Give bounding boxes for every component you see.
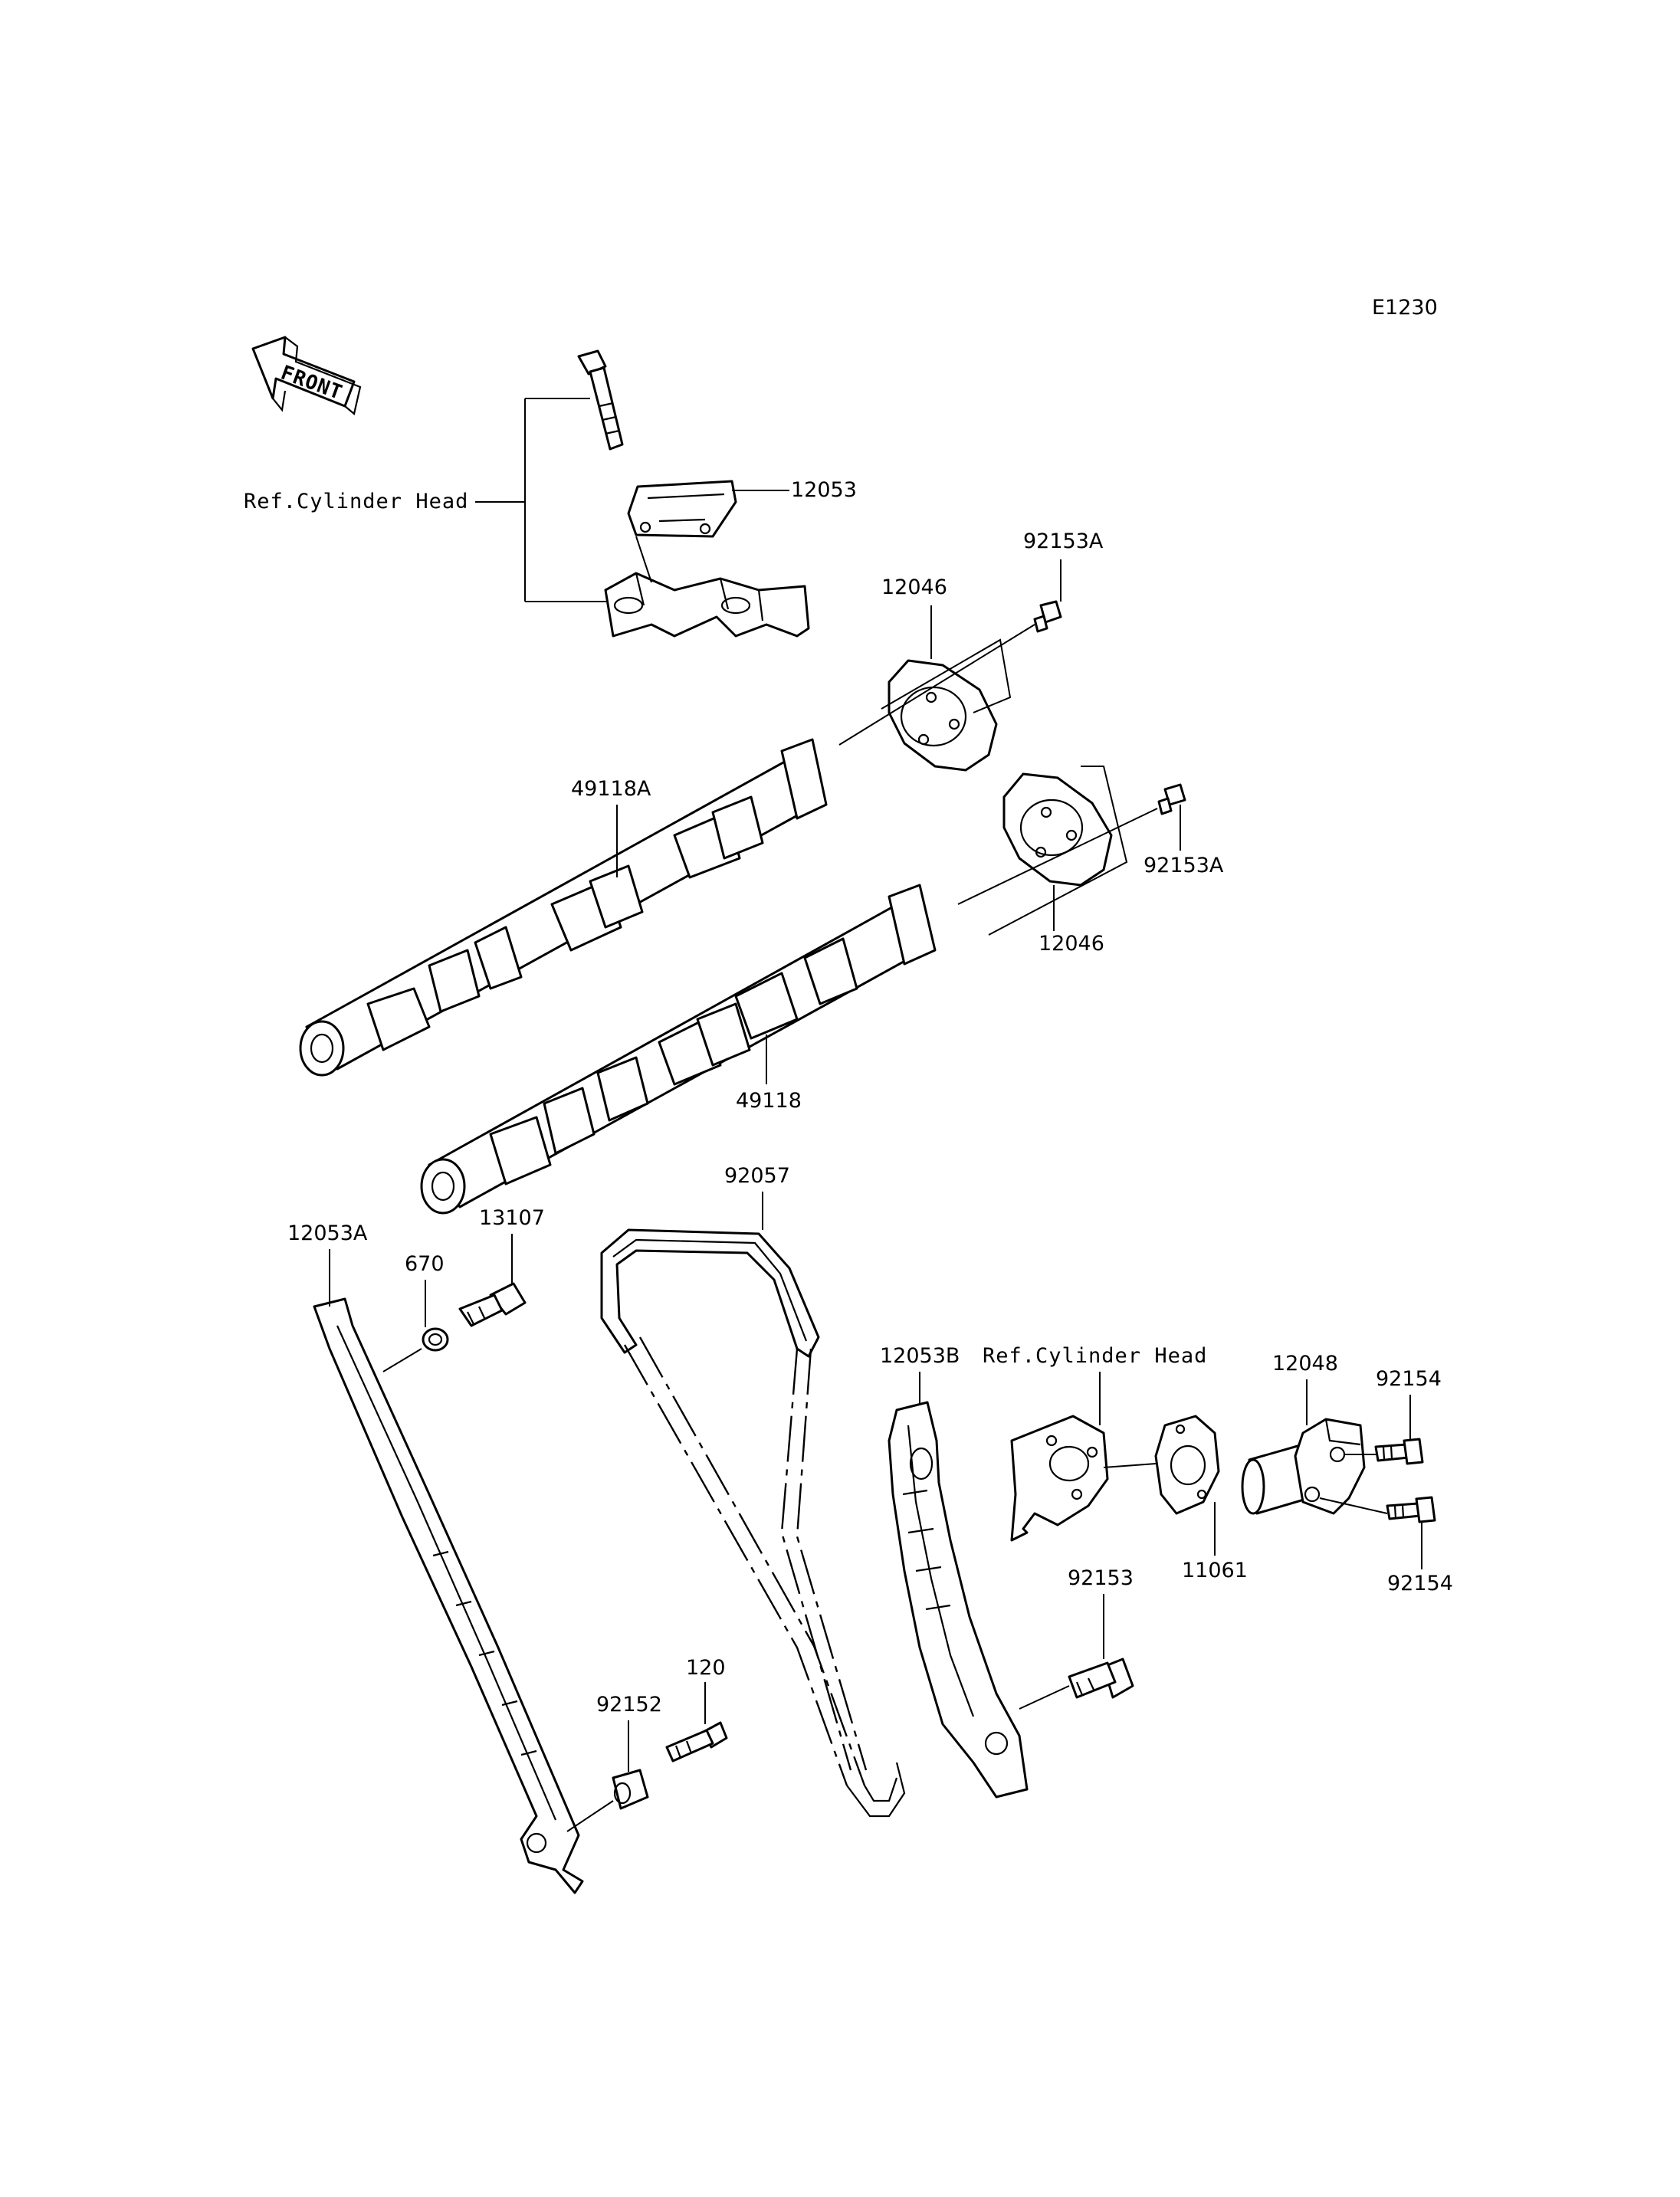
callout-12046-bottom: 12046 [1039, 932, 1104, 956]
part-120-bolt: 120 [665, 1656, 728, 1763]
callout-92057: 92057 [724, 1164, 790, 1188]
part-92057-timing-chain: 92057 [600, 1164, 906, 1818]
callout-12053B: 12053B [880, 1344, 960, 1368]
part-12048-chain-tensioner: 12048 [1241, 1352, 1388, 1515]
callout-11061: 11061 [1182, 1559, 1248, 1582]
camshaft-cap-holder [604, 536, 810, 638]
part-92153A-sprocket-bolt-right: 92153A [957, 766, 1224, 936]
part-11061-gasket: 11061 [1103, 1415, 1248, 1582]
callout-92153A-top: 92153A [1023, 530, 1104, 553]
part-12053B-chain-guide-rear: 12053B [880, 1344, 1029, 1799]
callout-92154-top: 92154 [1376, 1367, 1442, 1391]
ref-cylinder-head-right: Ref.Cylinder Head [983, 1344, 1207, 1542]
part-92154-tensioner-bolt-top: 92154 [1374, 1367, 1442, 1465]
part-49118-camshaft-intake: 49118 [420, 884, 937, 1215]
part-670-washer: 670 [405, 1252, 449, 1352]
part-12046-cam-sprocket-top: 12046 [881, 575, 998, 772]
part-92154-tensioner-bolt-bottom: 92154 [1386, 1496, 1453, 1595]
part-12053-chain-guide-top: 12053 [627, 478, 857, 538]
ref-cylinder-head-top: Ref.Cylinder Head [244, 398, 613, 602]
ref-label-right: Ref.Cylinder Head [983, 1344, 1207, 1368]
callout-92153A-right: 92153A [1144, 854, 1224, 877]
diagram-code: E1230 [1372, 296, 1438, 320]
callout-49118: 49118 [736, 1089, 802, 1113]
callout-13107: 13107 [479, 1206, 545, 1230]
callout-49118A: 49118A [571, 777, 651, 801]
front-arrow-icon: FRONT [251, 336, 362, 415]
callout-92152: 92152 [596, 1693, 662, 1717]
camshaft-cap-bolt [577, 349, 624, 451]
callout-120: 120 [686, 1656, 726, 1680]
part-12046-cam-sprocket-bottom: 12046 [1002, 772, 1113, 956]
part-13107-pivot-bolt: 13107 [458, 1206, 545, 1327]
part-92153-guide-bolt: 92153 [1019, 1566, 1134, 1710]
ref-label-top: Ref.Cylinder Head [244, 490, 468, 513]
callout-92153: 92153 [1068, 1566, 1134, 1590]
part-12053A-chain-guide-front: 12053A [287, 1221, 584, 1894]
part-92152-collar: 92152 [566, 1693, 662, 1832]
part-49118A-camshaft-exhaust: 49118A [299, 738, 828, 1077]
callout-12048: 12048 [1272, 1352, 1338, 1376]
part-92153A-sprocket-bolt-top: 92153A [838, 530, 1104, 746]
callout-12046-top: 12046 [881, 575, 947, 599]
callout-670: 670 [405, 1252, 445, 1276]
callout-92154-bottom: 92154 [1387, 1572, 1453, 1595]
callout-12053: 12053 [791, 478, 857, 502]
callout-12053A: 12053A [287, 1221, 368, 1245]
